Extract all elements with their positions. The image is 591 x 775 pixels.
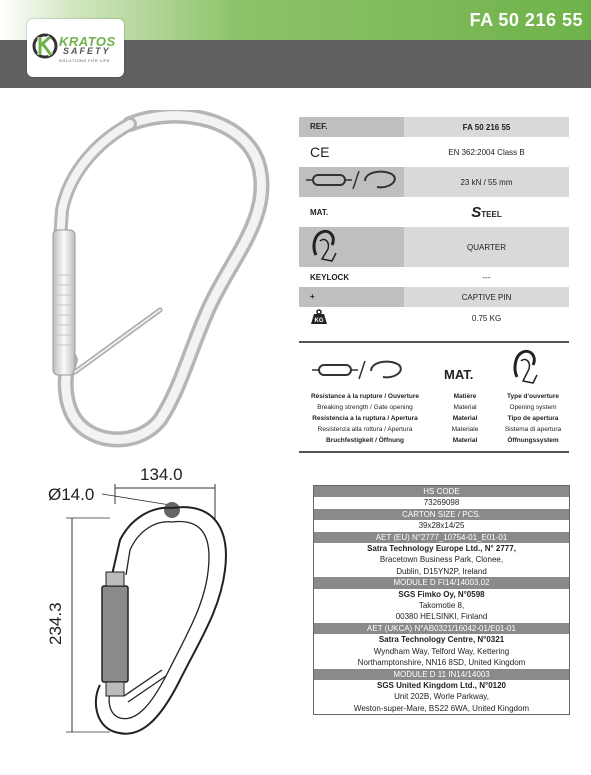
keylock-value: --- (482, 272, 491, 282)
dimension-height: 234.3 (46, 602, 65, 645)
legend-col1-line1: Résistance à la rupture / Ouverture (310, 393, 419, 400)
kratos-logo: KRATOS SAFETY SOLUTIONS FOR LIFE (27, 19, 124, 77)
carabiner-photo (52, 110, 270, 448)
legend-col2-line4: Materiale (451, 426, 479, 433)
cert-row: Wyndham Way, Telford Way, Kettering (373, 646, 510, 656)
spec-row-keylock: KEYLOCK --- (299, 267, 569, 287)
cert-row: Dublin, D15YN2P, Ireland (396, 566, 487, 576)
spec-row-opening: QUARTER (299, 227, 569, 267)
legend-col3-line2: Opening system (509, 404, 557, 411)
ref-value: FA 50 216 55 (462, 122, 511, 132)
ce-mark-icon: CE (310, 144, 330, 160)
dimension-width: 134.0 (140, 465, 183, 484)
spec-row-ref: REF. FA 50 216 55 (299, 117, 569, 137)
cert-row: Bracetown Business Park, Clonee, (379, 555, 504, 565)
spec-row-strength: 23 kN / 55 mm (299, 167, 569, 197)
legend-opening-icon (513, 349, 538, 384)
legend-mat-title: MAT. (444, 367, 474, 382)
spec-row-ce: CE EN 362:2004 Class B (299, 137, 569, 167)
dimension-diameter: Ø14.0 (48, 485, 95, 504)
technical-drawing (66, 484, 227, 735)
weight-icon-label: KG (315, 318, 324, 324)
spec-table: REF. FA 50 216 55 CE EN 362:2004 Class B… (299, 117, 569, 329)
spec-row-mat: MAT. STEEL (299, 197, 569, 227)
spec-row-weight: KG 0.75 KG (299, 307, 569, 329)
keylock-label: KEYLOCK (310, 272, 350, 282)
cert-row: CARTON SIZE / PCS. (314, 508, 569, 521)
legend-col2-line2: Material (453, 404, 477, 411)
steel-logo-initial: S (471, 203, 482, 221)
plus-label: + (299, 287, 404, 307)
kratos-k-emblem-icon (32, 33, 58, 59)
opening-icon (299, 227, 404, 267)
legend-col-opening: Type d'ouverture Opening system Tipo de … (497, 391, 569, 446)
ref-label: REF. (299, 117, 404, 137)
cert-row: Weston-super-Mare, BS22 6WA, United King… (353, 703, 530, 713)
certification-table: HS CODE 73269098 CARTON SIZE / PCS. 39x2… (313, 485, 570, 716)
cert-row: SGS United Kingdom Ltd., N°0120 (377, 680, 506, 690)
spec-row-plus: + CAPTIVE PIN (299, 287, 569, 307)
legend-col3-line3: Tipo de apertura (507, 415, 559, 422)
product-code-title: FA 50 216 55 (469, 10, 583, 30)
legend-col-material: Matière Material Material Materiale Mate… (435, 391, 495, 446)
legend-col-strength: Résistance à la rupture / Ouverture Brea… (301, 391, 429, 446)
cert-row: SGS Fimko Oy, N°0598 (398, 589, 485, 599)
cert-row: HS CODE (314, 486, 569, 498)
legend-col2-line1: Matière (453, 393, 477, 400)
cert-row: AET (EU) N°2777_10754-01_E01-01 (314, 531, 569, 544)
legend-col1-line3: Resistencia a la ruptura / Apertura (312, 415, 418, 422)
cert-row: MODULE D 11 IN14/14003 (314, 668, 569, 680)
legend-col3-line1: Type d'ouverture (507, 393, 559, 400)
logo-tagline: SOLUTIONS FOR LIFE (59, 58, 111, 63)
cert-row: Northamptonshire, NN16 8SD, United Kingd… (357, 658, 526, 668)
legend-col2-line3: Material (452, 415, 478, 422)
cert-row: AET (UKCA) N°AB0321/16042-01/E01-01 (314, 622, 569, 635)
weight-icon: KG (299, 309, 404, 327)
cert-row: 73269098 (423, 498, 460, 508)
cert-row: Satra Technology Europe Ltd., N° 2777, (367, 544, 516, 554)
legend-col1-line2: Breaking strength / Gate opening (317, 404, 413, 411)
legend-col1-line5: Bruchfestigkeit / Öffnung (326, 437, 404, 444)
legend-col1-line4: Resistenza alla rottura / Apertura (317, 426, 413, 433)
cert-row: 39x28x14/25 (418, 521, 465, 531)
legend-strength-icon (312, 360, 402, 380)
mat-label: MAT. (310, 207, 329, 217)
cert-row: 00380 HELSINKI, Finland (395, 612, 488, 622)
legend-col2-line5: Material (452, 437, 478, 444)
legend-col3-line4: Sistema di apertura (504, 426, 562, 433)
weight-value: 0.75 KG (471, 313, 502, 323)
steel-logo: STEEL (404, 204, 569, 221)
logo-sub: SAFETY (63, 46, 111, 56)
plus-value: CAPTIVE PIN (461, 292, 512, 302)
cert-row: MODULE D FI14/14003.02 (314, 577, 569, 589)
strength-icon (299, 167, 404, 197)
logo-brand: KRATOS (59, 34, 116, 49)
strength-value: 23 kN / 55 mm (460, 177, 513, 187)
legend-box: MAT. Résistance à la rupture / Ouverture… (299, 341, 569, 453)
opening-value: QUARTER (467, 242, 506, 252)
cert-row: Takomotie 8, (418, 601, 465, 611)
legend-col3-line5: Öffnungssystem (507, 437, 559, 444)
steel-logo-rest: TEEL (481, 209, 502, 219)
ce-value: EN 362:2004 Class B (448, 147, 525, 157)
cert-row: Satra Technology Centre, N°0321 (378, 635, 505, 645)
cert-row: Unit 202B, Worle Parkway, (394, 692, 489, 702)
